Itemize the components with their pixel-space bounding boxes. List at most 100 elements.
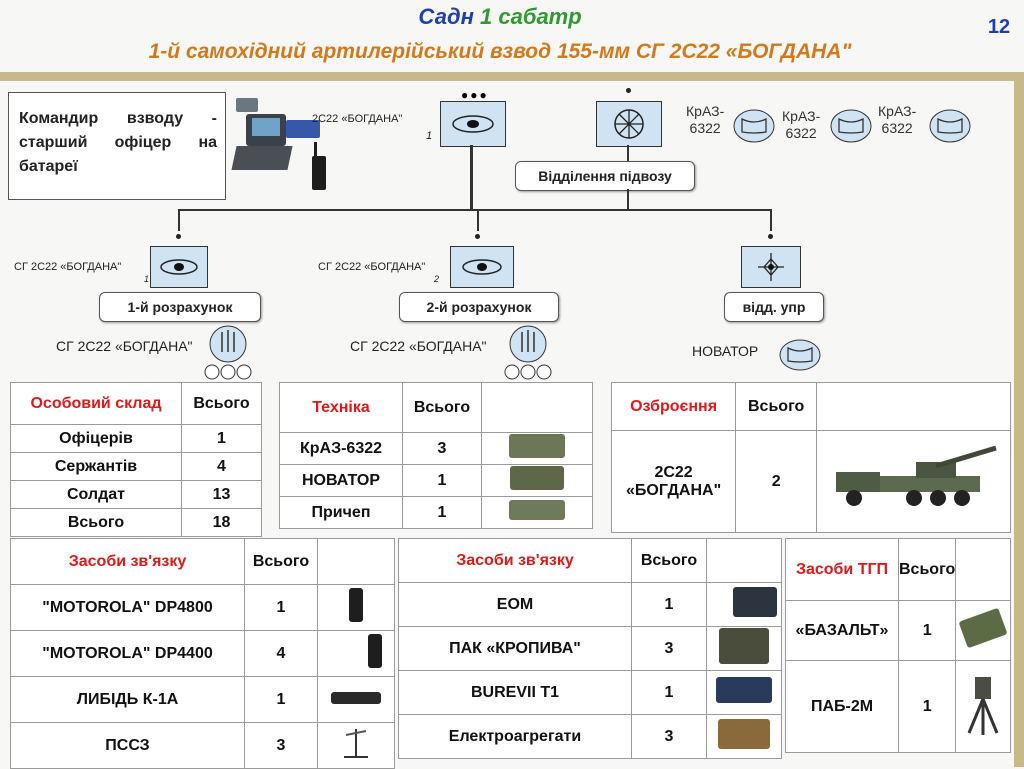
personnel-header: Особовий склад bbox=[10, 382, 182, 425]
table-cell: ПАБ-2М bbox=[785, 660, 899, 753]
truck-icon bbox=[778, 338, 822, 377]
sp-howitzer-icon bbox=[202, 324, 258, 387]
radio-photo bbox=[317, 584, 395, 631]
comms2-header: Засоби зв'язку bbox=[398, 538, 632, 583]
table-cell: 18 bbox=[181, 508, 262, 537]
connector-line bbox=[770, 209, 772, 231]
burevii-photo bbox=[706, 670, 782, 715]
commander-box: Командир взводу - старший офіцер на бата… bbox=[8, 92, 226, 200]
novator-photo bbox=[481, 464, 593, 497]
command-equipment-image bbox=[226, 92, 338, 200]
comms2-total-header: Всього bbox=[631, 538, 707, 583]
connector-line bbox=[178, 209, 180, 231]
table-cell: Сержантів bbox=[10, 452, 182, 481]
lybid-photo bbox=[317, 676, 395, 723]
sp-gun-symbol bbox=[150, 246, 208, 288]
tgp-header: Засоби ТГП bbox=[785, 538, 899, 601]
header-divider bbox=[0, 72, 1024, 81]
table-cell: "MOTOROLA" DP4400 bbox=[10, 630, 245, 677]
laptop-photo bbox=[706, 582, 782, 627]
control-label: відд. упр bbox=[724, 292, 824, 322]
sg-label-crew2: СГ 2С22 «БОГДАНА" bbox=[318, 261, 426, 273]
connector-line bbox=[627, 145, 629, 161]
table-cell: 1 bbox=[181, 424, 262, 453]
image-cell bbox=[816, 382, 1011, 431]
comms1-header: Засоби зв'язку bbox=[10, 538, 245, 585]
kraz-label-3: КрАЗ-6322 bbox=[878, 103, 917, 136]
table-cell: "MOTOROLA" DP4800 bbox=[10, 584, 245, 631]
image-cell bbox=[481, 382, 593, 433]
vehicle-label-crew1: СГ 2С22 «БОГДАНА" bbox=[56, 338, 193, 354]
table-cell: Причеп bbox=[279, 496, 403, 529]
table-cell: ЛИБІДЬ К-1А bbox=[10, 676, 245, 723]
kraz-label-1: КрАЗ-6322 bbox=[686, 103, 725, 136]
table-cell: КрАЗ-6322 bbox=[279, 432, 403, 465]
trailer-photo bbox=[481, 496, 593, 529]
right-border bbox=[1014, 81, 1024, 767]
slide-subtitle: 1-й самохідний артилерійський взвод 155-… bbox=[148, 40, 852, 63]
connector-line bbox=[627, 189, 629, 211]
kraz-photo bbox=[481, 432, 593, 465]
pab-photo bbox=[955, 660, 1011, 753]
unit-dot bbox=[768, 234, 773, 239]
table-cell: 1 bbox=[897, 600, 957, 661]
novator-label: НОВАТОР bbox=[692, 343, 759, 359]
crew2-label: 2-й розрахунок bbox=[399, 292, 559, 322]
table-cell: 1 bbox=[402, 496, 482, 529]
tgp-total-header: Всього bbox=[897, 538, 957, 601]
table-cell: Солдат bbox=[10, 480, 182, 509]
radio-photo bbox=[317, 630, 395, 677]
personnel-total-header: Всього bbox=[181, 382, 262, 425]
bogdana-photo bbox=[816, 430, 1011, 533]
table-cell: 3 bbox=[631, 626, 707, 671]
sp-gun-symbol bbox=[450, 246, 514, 288]
table-cell: «БАЗАЛЬТ» bbox=[785, 600, 899, 661]
top-gun-index: 1 bbox=[426, 130, 433, 142]
table-cell: 1 bbox=[631, 582, 707, 627]
comms1-total-header: Всього bbox=[244, 538, 318, 585]
control-symbol bbox=[741, 246, 801, 288]
generator-photo bbox=[706, 714, 782, 759]
table-cell: 3 bbox=[402, 432, 482, 465]
table-cell: 3 bbox=[631, 714, 707, 759]
equipment-header: Техніка bbox=[279, 382, 403, 433]
table-cell: ПАК «КРОПИВА" bbox=[398, 626, 632, 671]
antenna-photo bbox=[317, 722, 395, 769]
table-cell: 4 bbox=[244, 630, 318, 677]
connector-line bbox=[477, 209, 479, 231]
table-cell: 1 bbox=[402, 464, 482, 497]
table-cell: 1 bbox=[244, 584, 318, 631]
armament-total-header: Всього bbox=[735, 382, 818, 431]
table-cell: 1 bbox=[244, 676, 318, 723]
table-cell: 13 bbox=[181, 480, 262, 509]
table-cell: Всього bbox=[10, 508, 182, 537]
truck-icon bbox=[928, 108, 972, 149]
equipment-total-header: Всього bbox=[402, 382, 482, 433]
truck-icon bbox=[732, 108, 776, 149]
top-dots: ●●● bbox=[461, 88, 489, 102]
table-cell: 4 bbox=[181, 452, 262, 481]
image-cell bbox=[955, 538, 1011, 601]
unit-dot bbox=[475, 234, 480, 239]
table-cell: ЕОМ bbox=[398, 582, 632, 627]
connector-line bbox=[178, 209, 772, 211]
kropyva-photo bbox=[706, 626, 782, 671]
table-cell: 3 bbox=[244, 722, 318, 769]
table-cell: Електроагрегати bbox=[398, 714, 632, 759]
sp-howitzer-icon bbox=[502, 324, 558, 387]
page-number: 12 bbox=[987, 16, 1011, 38]
bazalt-photo bbox=[955, 600, 1011, 661]
image-cell bbox=[706, 538, 782, 583]
sg-label-crew1: СГ 2С22 «БОГДАНА" bbox=[14, 261, 122, 273]
table-cell: НОВАТОР bbox=[279, 464, 403, 497]
table-cell: BUREVII T1 bbox=[398, 670, 632, 715]
table-cell: 1 bbox=[897, 660, 957, 753]
supply-dot bbox=[626, 88, 631, 93]
table-cell: 1 bbox=[631, 670, 707, 715]
unit-dot bbox=[176, 234, 181, 239]
crew1-label: 1-й розрахунок bbox=[99, 292, 261, 322]
